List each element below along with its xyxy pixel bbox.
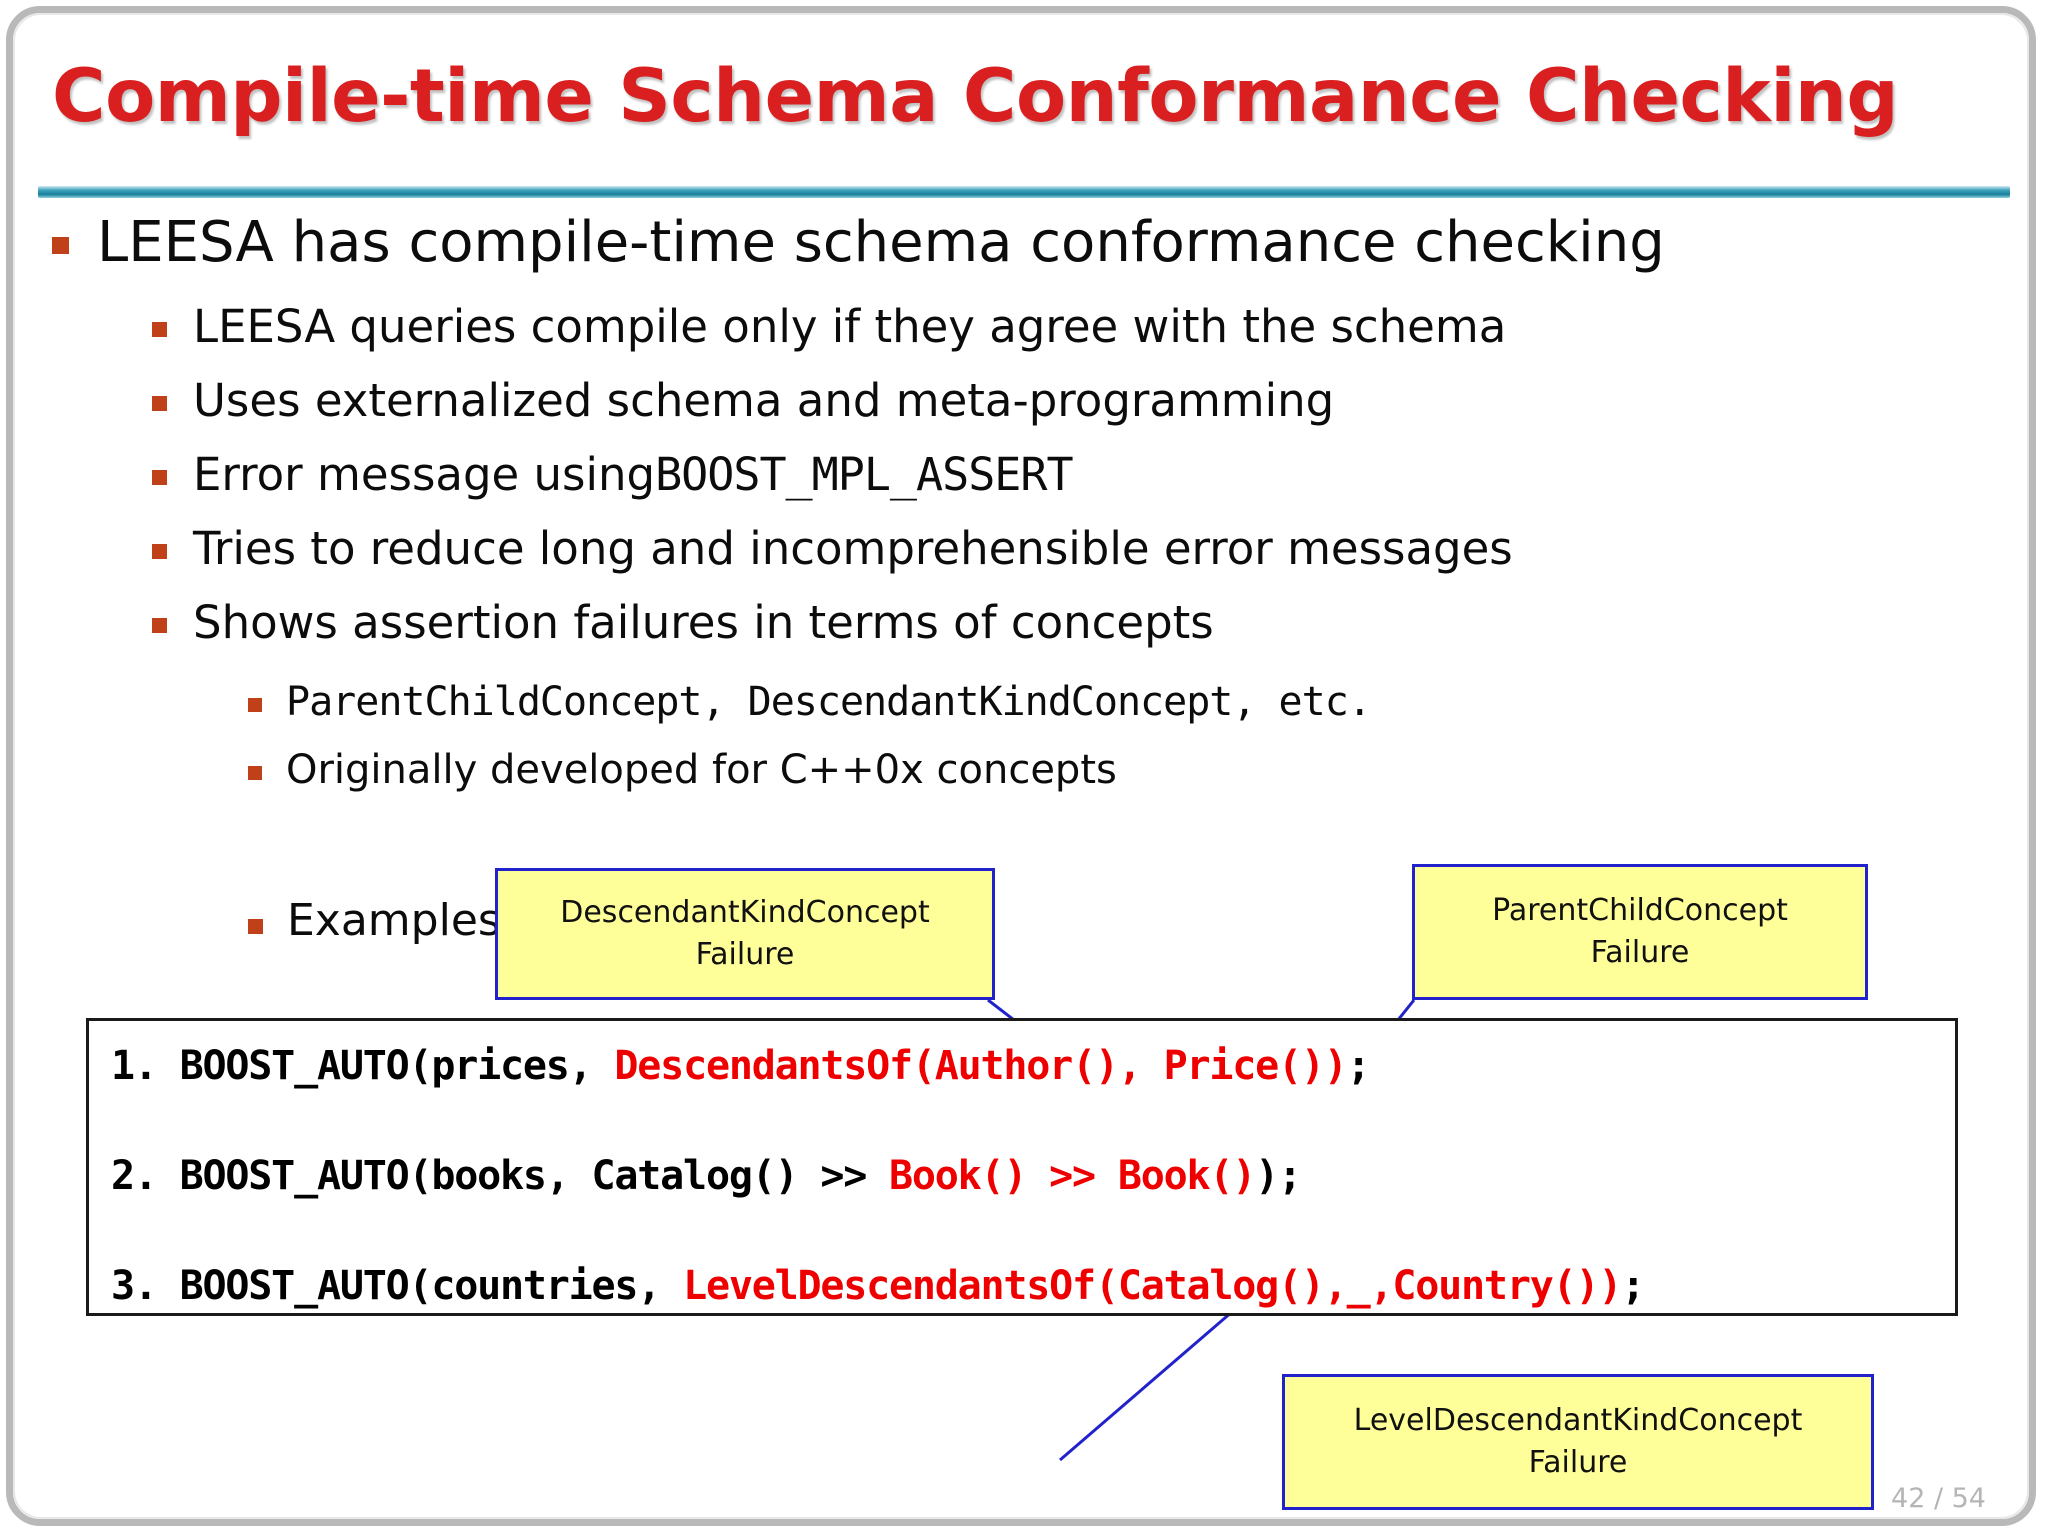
bullet-level1-main: LEESA has compile-time schema conformanc… [52,212,1665,274]
page-number: 42 / 54 [1891,1483,1986,1514]
bullet-square-icon [248,698,262,712]
callout-line2: Failure [1528,1445,1628,1480]
code-line-3-num: 3. [111,1263,180,1309]
code-block: 1. BOOST_AUTO(prices, DescendantsOf(Auth… [86,1018,1958,1316]
bullet-level2-label: Tries to reduce long and incomprehensibl… [193,522,1513,575]
bullet-level2-error-message: Error message using BOOST_MPL_ASSERT [152,448,1074,501]
bullet-square-icon [152,544,167,559]
code-line-1: 1. BOOST_AUTO(prices, DescendantsOf(Auth… [111,1043,1935,1089]
code-line-2-post: ); [1255,1153,1302,1199]
bullet-level3-cpp0x: Originally developed for C++0x concepts [248,748,1117,793]
code-line-3-pre: BOOST_AUTO(countries, [179,1263,684,1309]
bullet-level3-label: Originally developed for C++0x concepts [286,747,1117,793]
bullet-square-icon [152,470,167,485]
page-title: Compile-time Schema Conformance Checking [52,54,1899,139]
code-line-1-pre: BOOST_AUTO(prices, [179,1043,615,1089]
bullet-level2-reduce-errors: Tries to reduce long and incomprehensibl… [152,524,1513,574]
bullet-square-icon [152,322,167,337]
code-line-1-post: ; [1346,1043,1371,1089]
bullet-square-icon [248,919,263,934]
bullet-level2-label: LEESA queries compile only if they agree… [193,300,1507,353]
code-line-1-num: 1. [111,1043,180,1089]
callout-descendantkindconcept: DescendantKindConcept Failure [495,868,995,1000]
bullet-level1-label: LEESA has compile-time schema conformanc… [97,210,1665,275]
code-line-3: 3. BOOST_AUTO(countries, LevelDescendant… [111,1263,1935,1309]
callout-leveldescendantkindconcept: LevelDescendantKindConcept Failure [1282,1374,1874,1510]
bullet-square-icon [52,237,69,254]
bullet-level2-assertion-failures: Shows assertion failures in terms of con… [152,598,1214,648]
code-line-2-num: 2. [111,1153,180,1199]
bullet-level2-externalized: Uses externalized schema and meta-progra… [152,376,1334,426]
callout-line2: Failure [1590,935,1690,970]
code-line-2-highlight: Book() >> Book() [889,1153,1256,1199]
bullet-square-icon [248,766,262,780]
bullet-level3-label: ParentChildConcept, DescendantKindConcep… [286,679,1372,725]
bullet-level2-label: Error message using [193,448,656,501]
callout-line1: ParentChildConcept [1492,893,1788,928]
boost-mpl-assert-code: BOOST_MPL_ASSERT [655,448,1073,501]
callout-line1: DescendantKindConcept [560,895,930,930]
code-line-2-pre: BOOST_AUTO(books, Catalog() >> [179,1153,889,1199]
bullet-examples: Examples [248,898,501,943]
code-line-3-post: ; [1621,1263,1645,1309]
bullet-square-icon [152,618,167,633]
callout-line1: LevelDescendantKindConcept [1353,1403,1803,1438]
bullet-level3-concepts: ParentChildConcept, DescendantKindConcep… [248,679,1372,725]
callout-parentchildconcept: ParentChildConcept Failure [1412,864,1868,1000]
callout-line2: Failure [695,937,795,972]
title-divider-bar [38,186,2010,198]
bullet-level2-label: Shows assertion failures in terms of con… [193,596,1214,649]
bullet-level2-queries: LEESA queries compile only if they agree… [152,302,1506,352]
bullet-square-icon [152,396,167,411]
code-line-3-highlight: LevelDescendantsOf(Catalog(),_,Country()… [683,1263,1622,1309]
bullet-level2-label: Uses externalized schema and meta-progra… [193,374,1335,427]
code-line-1-highlight: DescendantsOf(Author(), Price()) [614,1043,1347,1089]
bullet-examples-label: Examples [287,895,501,946]
code-line-2: 2. BOOST_AUTO(books, Catalog() >> Book()… [111,1153,1935,1199]
